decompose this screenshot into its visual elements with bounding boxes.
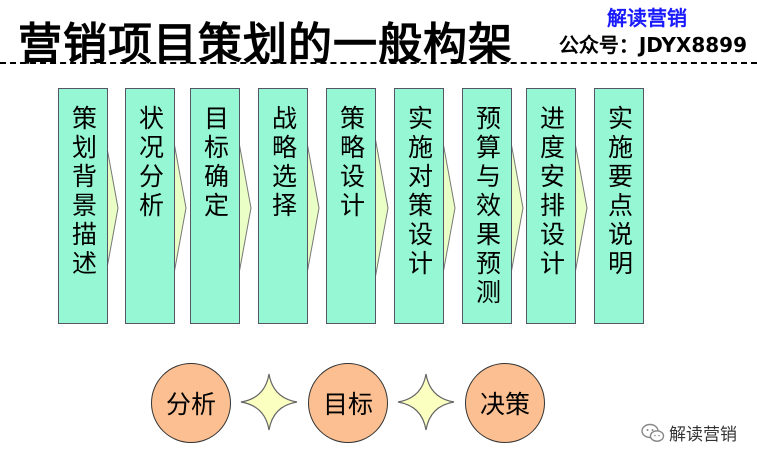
title-divider	[0, 62, 757, 64]
step-box: 实施对策设计	[394, 88, 444, 324]
step-box: 状况分析	[125, 88, 175, 324]
page-title: 营销项目策划的一般构架	[18, 19, 513, 70]
step-label: 目标确定	[200, 105, 230, 221]
step-box: 预算与效果预测	[462, 88, 512, 324]
brand-block: 解读营销 公众号：JDYX8899	[527, 6, 747, 58]
arrow-icon	[373, 126, 389, 290]
stage-label: 分析	[165, 390, 216, 419]
step-box: 策略设计	[326, 88, 376, 324]
watermark: 解读营销	[641, 420, 737, 445]
step-box: 策划背景描述	[58, 88, 108, 324]
step-label: 策略设计	[336, 105, 366, 221]
wechat-icon	[641, 423, 665, 442]
step-label: 实施对策设计	[404, 105, 434, 279]
process-steps: 策划背景描述 状况分析 目标确定 战略选择 策略设计 实施对策设计 预算与效果预…	[58, 88, 644, 324]
step-box: 进度安排设计	[526, 88, 576, 324]
brand-account-id: 公众号：JDYX8899	[558, 33, 747, 57]
four-point-star-icon	[397, 373, 455, 431]
stage-circle-decision: 决策	[465, 363, 545, 443]
stage-circle-goal: 目标	[308, 363, 388, 443]
step-box: 战略选择	[258, 88, 308, 324]
stage-label: 目标	[322, 390, 373, 419]
step-box: 目标确定	[190, 88, 240, 324]
step-label: 战略选择	[268, 105, 298, 221]
stage-label: 决策	[479, 390, 530, 419]
step-box: 实施要点说明	[594, 88, 644, 324]
step-label: 进度安排设计	[536, 105, 566, 279]
step-label: 状况分析	[135, 105, 165, 221]
step-label: 策划背景描述	[68, 105, 98, 279]
stage-circle-analysis: 分析	[151, 363, 231, 443]
step-label: 预算与效果预测	[472, 105, 502, 308]
step-label: 实施要点说明	[604, 105, 634, 279]
watermark-text: 解读营销	[669, 425, 737, 445]
four-point-star-icon	[240, 373, 298, 431]
brand-name: 解读营销	[607, 6, 687, 30]
